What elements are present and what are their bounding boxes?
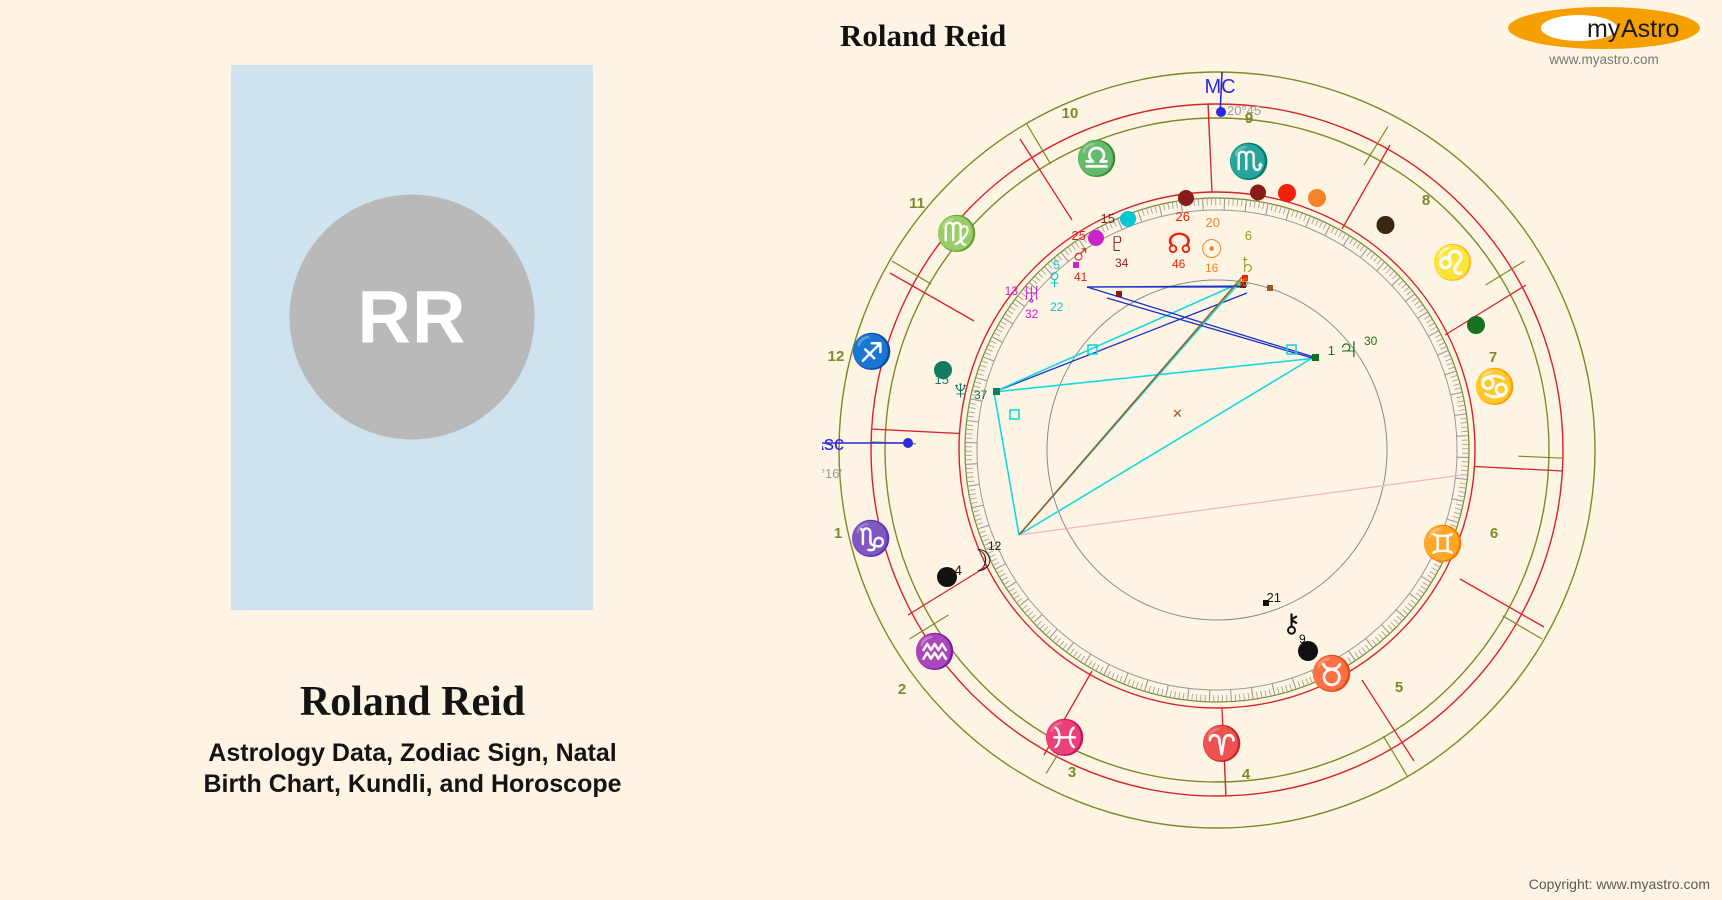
planet-glyph-pluto: ♇ [1107,227,1128,258]
sign-glyph-virgo: ♍ [936,214,978,253]
planet-min-pluto: 34 [1115,256,1129,270]
planet-glyphs: 13 ♅ 32 5 ♀ 22 25 ♂ 41 15 ♇ 34 26 ☊ 46 2… [935,209,1378,646]
profile-card: RR [231,65,593,610]
planet-deg-chiron: 21 [1267,590,1281,605]
brand-logo[interactable]: my Astro www.myastro.com [1504,6,1704,78]
planet-glyph-saturn: ♄ [1237,248,1258,279]
aspect-lines [993,276,1463,536]
sign-glyph-scorpio: ♏ [1228,142,1270,181]
planet-glyph-uranus: ♅ [1021,278,1042,309]
house-number-1: 1 [834,525,842,542]
sign-glyph-leo: ♌ [1432,243,1474,282]
planet-glyph-mars: ♂ [1070,239,1091,270]
planet-glyph-venus: ♀ [1044,263,1065,294]
house-number-3: 3 [1068,764,1076,781]
profile-name: Roland Reid [299,679,526,725]
zodiac-sign-glyphs: ♎ ♏ ♌ ♋ ♊ ♉ ♈ ♓ ♒ ♑ ♐ ♍ [850,139,1516,763]
profile-subtitle: Astrology Data, Zodiac Sign, Natal Birth… [0,738,825,800]
planet-glyph-moon: ☽ [966,545,993,578]
house-number-12: 12 [828,348,845,365]
avatar-initials: RR [357,275,467,358]
house-number-2: 2 [898,681,906,698]
house-number-5: 5 [1395,679,1403,696]
aspect-symbol-x: ✕ [1172,406,1183,421]
house-number-8: 8 [1422,192,1430,209]
sign-glyph-cancer: ♋ [1474,367,1516,406]
planet-min-uranus: 32 [1025,307,1039,321]
asc-label: Asc [822,433,844,455]
house-number-9: 9 [1245,110,1253,127]
planet-min-venus: 22 [1050,300,1064,314]
avatar: RR [289,194,535,440]
house-number-7: 7 [1489,349,1497,366]
sign-glyph-gemini: ♊ [1422,524,1464,563]
house-cusps [870,103,1564,797]
degree-band-inner [976,209,1458,691]
planet-deg-moon: 4 [954,562,962,578]
planet-min-chiron: 9 [1299,632,1306,646]
planet-glyph-chiron: ⚷ [1282,608,1301,638]
planet-deg-jupiter: 1 [1328,343,1335,358]
mc-degree: 20°45' [1227,103,1264,118]
sign-glyph-capricorn: ♑ [850,519,892,558]
aspect-nodes: ✕ [993,262,1319,606]
house-numbers: 1 2 3 4 5 6 7 8 9 10 11 12 [828,105,1499,783]
planet-min-neptune: 37 [974,388,988,402]
house-number-10: 10 [1062,105,1079,122]
house-ring-inner [958,191,1476,709]
planet-deg-sun: 20 [1206,215,1220,230]
planet-min-mars: 41 [1074,270,1088,284]
profile-subtitle-line2: Birth Chart, Kundli, and Horoscope [203,769,622,798]
house-number-6: 6 [1490,525,1498,542]
angle-markers: MC 20°45' Asc 3°16' [822,71,1264,481]
planet-deg-venus: 5 [1053,258,1060,272]
planet-degree-markers [934,184,1485,661]
logo-icon: my Astro [1508,7,1700,49]
planet-glyph-north-node: ☊ [1167,228,1192,259]
degree-ticks [964,197,1470,703]
logo-url: www.myastro.com [1549,52,1659,67]
sign-glyph-aquarius: ♒ [914,632,956,671]
planet-min-jupiter: 30 [1364,334,1378,348]
planet-deg-uranus: 13 [1005,284,1019,298]
house-number-4: 4 [1242,766,1251,783]
natal-chart-wheel[interactable]: ✕ MC 20°45' Asc 3°16' ♎ ♏ ♌ ♋ ♊ ♉ ♈ ♓ ♒ … [822,55,1612,845]
outer-ring [838,71,1596,829]
planet-min-north-node: 46 [1172,257,1186,271]
planet-deg-pluto: 15 [1101,211,1115,226]
sign-glyph-taurus: ♉ [1311,654,1353,693]
mc-label: MC [1204,76,1235,98]
logo-text-my: my [1587,15,1621,43]
planet-min-moon: 12 [988,539,1002,553]
planet-glyph-jupiter: ♃ [1337,332,1360,365]
planet-deg-saturn: 6 [1245,228,1252,243]
house-number-11: 11 [909,195,925,212]
planet-deg-neptune: 15 [935,372,949,387]
logo-text-astro: Astro [1621,15,1679,43]
planet-glyph-sun: ☉ [1200,234,1223,264]
sign-glyph-pisces: ♓ [1044,718,1086,757]
sign-glyph-libra: ♎ [1076,139,1118,178]
sign-glyph-aries: ♈ [1201,724,1243,763]
aspect-circle [1046,279,1388,621]
planet-min-saturn: 45 [1236,277,1248,289]
sign-divisions [869,102,1565,798]
page-title: Roland Reid [840,18,1007,53]
planet-deg-north-node: 26 [1176,209,1190,224]
planet-deg-mars: 25 [1072,228,1086,243]
planet-min-sun: 16 [1205,261,1219,275]
asc-degree: 3°16' [822,466,842,481]
sign-glyph-sagittarius: ♐ [851,332,893,371]
planet-glyph-neptune: ♆ [950,374,971,405]
sign-ring-inner [884,117,1550,783]
degree-band-outer [964,197,1470,703]
house-ring-outer [870,103,1564,797]
profile-subtitle-line1: Astrology Data, Zodiac Sign, Natal [208,739,617,767]
copyright-text: Copyright: www.myastro.com [1528,876,1710,892]
